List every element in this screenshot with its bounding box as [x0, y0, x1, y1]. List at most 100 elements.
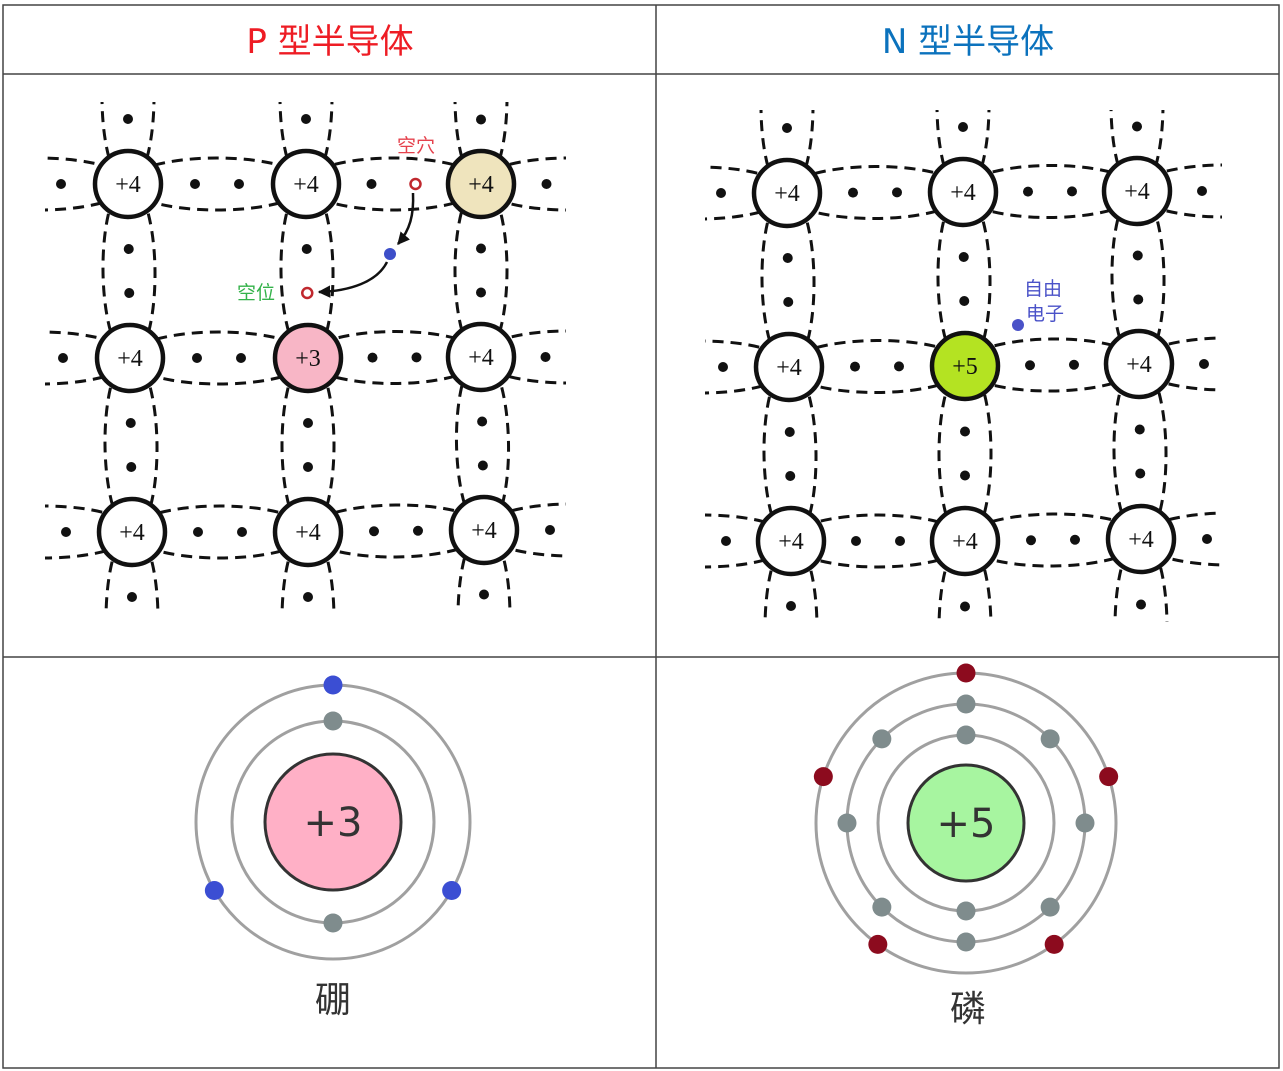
bond-electron — [958, 78, 968, 88]
atom-charge-label: +4 — [468, 172, 494, 198]
inner-electron — [323, 711, 343, 731]
bond-electron — [586, 179, 596, 189]
bond-electron — [192, 353, 202, 363]
atom-core — [1103, 328, 1175, 400]
atom-core — [96, 496, 168, 568]
atom-charge-label: +4 — [1126, 352, 1152, 378]
lattice-atom: +4 — [1103, 328, 1175, 400]
nucleus — [906, 763, 1026, 883]
bond-electron — [303, 462, 313, 472]
bond-electron — [1246, 534, 1256, 544]
atom-core — [1105, 503, 1177, 575]
inner-electron — [956, 901, 976, 921]
bond-electron — [1202, 534, 1212, 544]
valence-electron — [442, 881, 462, 900]
inner-electron — [956, 932, 976, 952]
bond-electron — [786, 601, 796, 611]
valence-electron — [1044, 934, 1064, 954]
lattice-atom: +5 — [929, 330, 1001, 402]
bond-electron — [303, 592, 313, 602]
atom-charge-label: +4 — [471, 518, 497, 544]
bond-electron — [851, 536, 861, 546]
lattice-atom: +4 — [755, 505, 827, 577]
comparison-table — [2, 4, 1280, 1069]
atom-charge-label: +3 — [295, 346, 321, 372]
inner-electron — [872, 897, 892, 917]
bond-electron — [476, 71, 486, 81]
bond-electrons — [17, 70, 596, 646]
bond-electron — [1199, 359, 1209, 369]
bond-electron — [236, 353, 246, 363]
bond-electron — [1136, 599, 1146, 610]
bond-electron — [1132, 121, 1142, 132]
vacancy-label: 空位 — [237, 282, 275, 304]
valence-electron — [868, 934, 888, 954]
atom-charge-label: +4 — [119, 520, 145, 546]
atom-core — [929, 505, 1001, 577]
bond-electron — [585, 352, 595, 362]
lattice-atom: +4 — [751, 157, 823, 229]
bond-electron — [479, 589, 489, 600]
vacancy-marker — [301, 286, 314, 300]
bond-electron — [366, 179, 377, 189]
atom-charge-label: +4 — [1124, 179, 1150, 205]
atom-core — [1101, 155, 1173, 227]
atom-core — [448, 494, 520, 566]
hole-to-electron-arrow — [397, 192, 415, 245]
inner-electron — [872, 729, 892, 749]
bond-electron — [893, 361, 904, 372]
bond-electron — [959, 295, 970, 306]
atom-charge-label: +4 — [952, 529, 978, 555]
bond-electron — [1132, 250, 1143, 261]
bond-electron — [123, 114, 133, 124]
atom-charge-label: +4 — [293, 172, 319, 198]
table-outer-border — [2, 4, 1280, 1069]
bond-electron — [783, 296, 794, 307]
inner-electron — [956, 725, 976, 745]
inner-electron — [956, 694, 976, 714]
valence-electron — [204, 881, 224, 900]
valence-electron — [323, 675, 343, 695]
atom-core — [270, 148, 342, 220]
electron-to-vacancy-arrow — [317, 261, 389, 298]
bond-electron — [960, 426, 970, 437]
bond-electron — [476, 287, 486, 298]
bond-electron — [1068, 359, 1079, 370]
bond-electrons — [716, 78, 1256, 656]
valence-electron — [1099, 767, 1119, 787]
atom-core — [753, 331, 825, 403]
bond-electron — [1025, 360, 1036, 371]
lattice-atom: +4 — [1101, 155, 1173, 227]
phosphorus-element-name: 磷 — [950, 989, 986, 1030]
lattice-atom: +4 — [445, 148, 517, 220]
p-type-title: P 型半导体 — [246, 22, 413, 62]
inner-electron — [837, 813, 857, 833]
bond-electron — [367, 352, 378, 363]
bond-electron — [123, 244, 134, 255]
bond-electron — [127, 636, 137, 646]
bond-electron — [477, 460, 488, 471]
bond-electron — [1069, 534, 1080, 545]
atom-charge-label: +4 — [117, 346, 143, 372]
bond-electron — [960, 646, 970, 656]
inner-electron — [1040, 897, 1060, 917]
lattice-atom: +4 — [92, 148, 164, 220]
valence-electron — [956, 663, 976, 683]
bond-electron — [958, 252, 969, 263]
bond-electron — [17, 527, 27, 537]
phosphorus-atom-model: +5 — [813, 663, 1119, 975]
atom-charge-label: +4 — [115, 172, 141, 198]
bond-electron — [369, 526, 380, 537]
bond-electron — [123, 70, 133, 80]
bond-electron — [476, 243, 486, 254]
bond-electron — [541, 179, 552, 189]
bond-electron — [782, 79, 792, 89]
inner-electron — [1075, 813, 1095, 833]
lattice-atom: +4 — [927, 156, 999, 228]
bond-electron — [716, 188, 726, 198]
lattice-atoms: +4+4+4+4+3+4+4+4+4 — [92, 148, 520, 568]
p-lattice-annotations: 空穴 空位 — [237, 135, 435, 304]
lattice-atom: +4 — [1105, 503, 1177, 575]
bond-electron — [545, 525, 555, 535]
bond-electron — [477, 416, 488, 427]
